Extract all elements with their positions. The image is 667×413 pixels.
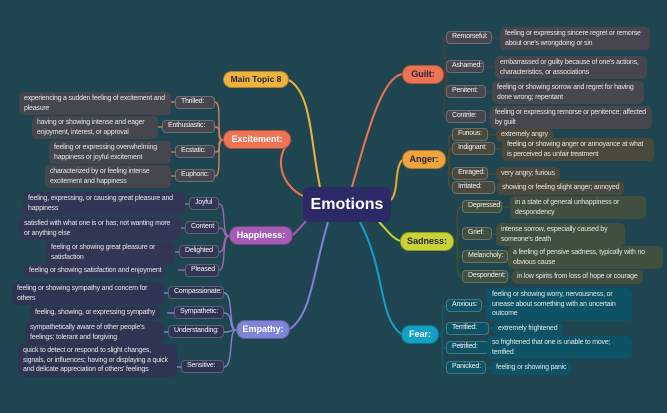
term-petrified[interactable]: Petrified: <box>446 341 489 354</box>
term-sensitive[interactable]: Sensitive: <box>181 360 224 373</box>
definition-remorseful[interactable]: feeling or expressing sincere regret or … <box>500 27 650 50</box>
definition-pleased[interactable]: feeling or showing satisfaction and enjo… <box>24 264 167 278</box>
branch-empathy[interactable]: Empathy: <box>236 320 290 339</box>
term-ashamed[interactable]: Ashamed: <box>446 60 484 73</box>
definition-joyful[interactable]: feeling, expressing, or causing great pl… <box>23 192 185 215</box>
definition-petrified[interactable]: so frightened that one is unable to move… <box>487 336 632 359</box>
definition-understanding[interactable]: sympathetically aware of other people's … <box>25 321 164 344</box>
branch-sadness[interactable]: Sadness: <box>400 232 454 251</box>
definition-ashamed[interactable]: embarrassed or guilty because of one's a… <box>495 56 647 79</box>
term-compassionate[interactable]: Compassionate: <box>168 286 224 299</box>
branch-anger[interactable]: Anger: <box>402 150 446 169</box>
term-pleased[interactable]: Pleased <box>185 264 219 277</box>
term-euphoric[interactable]: Euphoric: <box>175 169 215 182</box>
definition-thrilled[interactable]: experiencing a sudden feeling of excitem… <box>19 92 171 115</box>
term-irritated[interactable]: Irritated: <box>452 181 495 194</box>
definition-enraged[interactable]: very angry; furious <box>496 167 560 181</box>
branch-excitement[interactable]: Excitement: <box>223 130 291 149</box>
term-sympathetic[interactable]: Sympathetic: <box>174 306 224 319</box>
term-ecstatic[interactable]: Ecstatic: <box>175 145 215 158</box>
definition-melancholy[interactable]: a feeling of pensive sadness, typically … <box>508 246 663 269</box>
definition-euphoric[interactable]: characterized by or feeling intense exci… <box>45 165 171 188</box>
definition-indignant[interactable]: feeling or showing anger or annoyance at… <box>502 138 654 161</box>
term-enthusiastic[interactable]: Enthusiastic: <box>162 120 215 133</box>
term-thrilled[interactable]: Thrilled: <box>175 96 215 109</box>
term-understanding[interactable]: Understanding: <box>168 325 224 338</box>
definition-delighted[interactable]: feeling or showing great pleasure or sat… <box>46 241 175 264</box>
definition-compassionate[interactable]: feeling or showing sympathy and concern … <box>12 282 164 305</box>
branch-guilt[interactable]: Guilt: <box>402 65 444 84</box>
term-penitent[interactable]: Penitent: <box>446 85 486 98</box>
central-topic-emotions[interactable]: Emotions <box>303 187 391 222</box>
branch-main-topic-8[interactable]: Main Topic 8 <box>223 71 289 88</box>
definition-irritated[interactable]: showing or feeling slight anger; annoyed <box>497 181 625 195</box>
definition-despondent[interactable]: in low spirits from loss of hope or cour… <box>512 270 643 284</box>
definition-sensitive[interactable]: quick to detect or respond to slight cha… <box>18 344 177 377</box>
definition-anxious[interactable]: feeling or showing worry, nervousness, o… <box>487 288 632 321</box>
term-content[interactable]: Content <box>185 221 219 234</box>
branch-fear[interactable]: Fear: <box>401 325 439 344</box>
term-enraged[interactable]: Enraged: <box>452 167 488 180</box>
definition-panicked[interactable]: feeling or showing panic <box>491 361 572 375</box>
term-indignant[interactable]: Indignant: <box>452 142 495 155</box>
term-contrite[interactable]: Contrite: <box>446 110 486 123</box>
definition-penitent[interactable]: feeling or showing sorrow and regret for… <box>492 81 644 104</box>
term-furious[interactable]: Furious: <box>452 128 488 141</box>
definition-sympathetic[interactable]: feeling, showing, or expressing sympathy <box>30 306 161 320</box>
term-melancholy[interactable]: Melancholy: <box>462 250 508 263</box>
definition-ecstatic[interactable]: feeling or expressing overwhelming happi… <box>49 141 171 164</box>
term-remorseful[interactable]: Remorseful: <box>446 31 492 44</box>
term-terrified[interactable]: Terrified: <box>446 322 489 335</box>
branch-happiness[interactable]: Happiness: <box>229 226 293 245</box>
term-anxious[interactable]: Anxious: <box>446 299 482 312</box>
definition-depressed[interactable]: in a state of general unhappiness or des… <box>510 196 646 219</box>
definition-enthusiastic[interactable]: having or showing intense and eager enjo… <box>32 116 158 139</box>
term-panicked[interactable]: Panicked: <box>446 361 486 374</box>
term-despondent[interactable]: Despondent: <box>462 270 508 283</box>
definition-terrified[interactable]: extremely frightened <box>493 322 563 336</box>
definition-contrite[interactable]: feeling or expressing remorse or peniten… <box>490 106 652 129</box>
term-depressed[interactable]: Depressed <box>462 200 502 213</box>
definition-grief[interactable]: intense sorrow, especially caused by som… <box>496 223 625 246</box>
term-joyful[interactable]: Joyful <box>189 197 219 210</box>
term-grief[interactable]: Grief: <box>462 227 492 240</box>
term-delighted[interactable]: Delighted <box>179 245 219 258</box>
definition-content[interactable]: satisfied with what one is or has; not w… <box>19 217 181 240</box>
